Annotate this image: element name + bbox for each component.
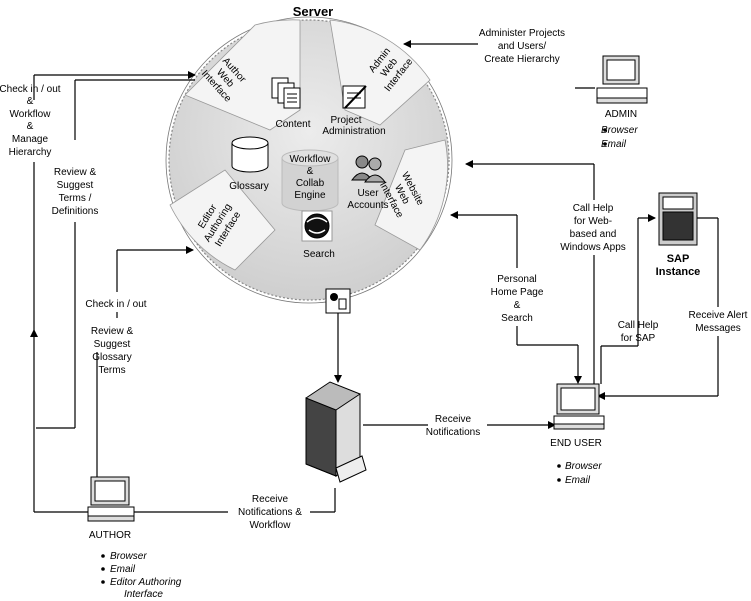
connector-icon	[325, 288, 351, 314]
svg-text:Review &: Review &	[91, 326, 134, 337]
bullet	[101, 567, 105, 571]
svg-text:Suggest: Suggest	[94, 339, 131, 350]
glossary-label: Glossary	[229, 181, 268, 192]
search-globe-icon	[301, 210, 333, 242]
content-label: Content	[275, 119, 310, 130]
author-computer-icon	[87, 476, 135, 522]
svg-text:Windows Apps: Windows Apps	[560, 242, 626, 253]
author-label: AUTHOR	[89, 530, 131, 541]
svg-text:Administer Projects: Administer Projects	[479, 28, 565, 39]
svg-text:Home Page: Home Page	[491, 287, 544, 298]
svg-text:Glossary: Glossary	[92, 352, 131, 363]
svg-text:&: &	[27, 121, 34, 132]
svg-text:Notifications: Notifications	[426, 427, 480, 438]
engine-label-2: &	[307, 166, 314, 177]
flow-checkin-workflow: Check in / out & Workflow & Manage Hiera…	[0, 84, 61, 158]
website-web-sector	[374, 139, 448, 251]
author-channel-interface: Interface	[124, 589, 163, 600]
flow-call-help-web: Call Help for Web- based and Windows App…	[560, 203, 626, 253]
bullet	[557, 464, 561, 468]
svg-text:Search: Search	[501, 313, 533, 324]
admin-channel-browser: Browser	[601, 125, 638, 136]
svg-text:Terms /: Terms /	[59, 193, 92, 204]
flow-receive-notifications: Receive Notifications	[426, 414, 480, 438]
admin-label: ADMIN	[605, 109, 637, 120]
svg-text:Suggest: Suggest	[57, 180, 94, 191]
svg-text:Check in / out: Check in / out	[0, 84, 61, 95]
svg-text:Messages: Messages	[695, 323, 741, 334]
end-user-channel-browser: Browser	[565, 461, 602, 472]
flow-review-glossary: Review & Suggest Glossary Terms	[91, 326, 134, 376]
svg-text:for Web-: for Web-	[574, 216, 612, 227]
end-user-channel-email: Email	[565, 475, 591, 486]
diagram-title: Server	[293, 4, 333, 19]
svg-text:Notifications &: Notifications &	[238, 507, 302, 518]
engine-cylinder-icon	[281, 149, 339, 212]
sap-label-2: Instance	[656, 266, 701, 278]
author-web-sector	[184, 19, 301, 131]
svg-text:Review &: Review &	[54, 167, 97, 178]
user-accounts-icon	[351, 155, 386, 183]
server-circle-rim	[165, 16, 453, 304]
svg-text:for SAP: for SAP	[621, 333, 656, 344]
flow-receive-notif-workflow: Receive Notifications & Workflow	[238, 494, 302, 531]
flow-personal-home: Personal Home Page & Search	[491, 274, 544, 324]
flow-admin-projects: Administer Projects and Users/ Create Hi…	[479, 28, 565, 65]
svg-text:&: &	[514, 300, 521, 311]
author-channel-editor: Editor Authoring	[110, 577, 182, 588]
flow-receive-alert: Receive Alert Messages	[689, 310, 748, 334]
server-group: Server Author Web Interface Admin Web In…	[165, 4, 453, 314]
svg-text:Workflow: Workflow	[250, 520, 292, 531]
svg-text:and Users/: and Users/	[498, 41, 547, 52]
sap-label-1: SAP	[667, 253, 690, 265]
admin-computer-icon	[596, 55, 648, 104]
user-accounts-label-2: Accounts	[347, 200, 388, 211]
svg-text:Receive: Receive	[435, 414, 472, 425]
project-admin-label-1: Project	[330, 115, 361, 126]
flow-call-help-sap: Call Help for SAP	[618, 320, 659, 344]
author-channel-browser: Browser	[110, 551, 147, 562]
flow-review-terms: Review & Suggest Terms / Definitions	[52, 167, 99, 217]
svg-text:Manage: Manage	[12, 134, 49, 145]
svg-text:Call Help: Call Help	[618, 320, 659, 331]
admin-channel-email: Email	[601, 139, 627, 150]
notification-server-icon	[305, 381, 367, 483]
glossary-database-icon	[231, 136, 269, 173]
end-user-label: END USER	[550, 438, 602, 449]
connection-lines	[30, 40, 719, 513]
editor-authoring-sector	[169, 169, 276, 271]
project-admin-icon	[342, 85, 367, 109]
svg-text:Call Help: Call Help	[573, 203, 614, 214]
svg-text:Workflow: Workflow	[10, 109, 52, 120]
engine-label-4: Engine	[294, 190, 326, 201]
bullet	[101, 580, 105, 584]
bullet	[557, 478, 561, 482]
svg-text:Receive Alert: Receive Alert	[689, 310, 748, 321]
bullet	[101, 554, 105, 558]
flow-checkin-out: Check in / out	[85, 299, 146, 310]
bullet	[603, 128, 607, 132]
sap-server-icon	[658, 192, 698, 246]
svg-text:Create Hierarchy: Create Hierarchy	[484, 54, 560, 65]
end-user-computer-icon	[553, 383, 605, 430]
svg-text:Hierarchy: Hierarchy	[9, 147, 52, 158]
bullet	[603, 142, 607, 146]
author-channel-email: Email	[110, 564, 136, 575]
svg-text:Personal: Personal	[497, 274, 536, 285]
svg-text:&: &	[27, 96, 34, 107]
svg-text:Receive: Receive	[252, 494, 289, 505]
engine-label-1: Workflow	[290, 154, 332, 165]
search-label: Search	[303, 249, 335, 260]
engine-label-3: Collab	[296, 178, 325, 189]
project-admin-label-2: Administration	[322, 126, 385, 137]
svg-text:based and: based and	[570, 229, 617, 240]
content-icon	[271, 77, 301, 109]
user-accounts-label-1: User	[357, 188, 379, 199]
svg-text:Terms: Terms	[98, 365, 125, 376]
svg-text:Definitions: Definitions	[52, 206, 99, 217]
